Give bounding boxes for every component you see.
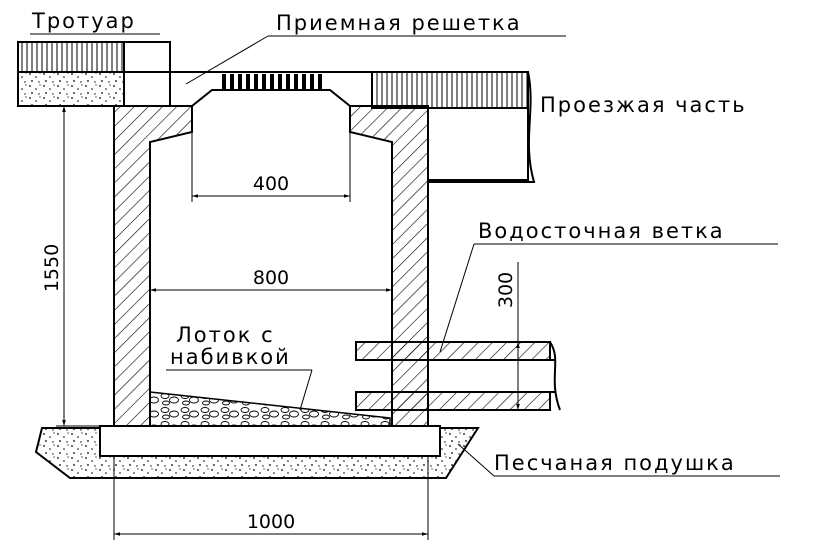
tray-filling: [149, 391, 391, 427]
base-slab: [99, 425, 441, 457]
dim-400-value: 400: [253, 173, 289, 195]
dim-1000: 1000: [113, 456, 429, 540]
grate-bar: [302, 74, 306, 90]
label-roadway: Проезжая часть: [540, 93, 747, 117]
label-tray-line1: Лоток с: [176, 323, 275, 347]
sand-bed: [34, 427, 480, 479]
grate-bar: [310, 74, 314, 90]
dim-300-value: 300: [495, 272, 517, 308]
dim-800: 800: [150, 267, 392, 292]
dim-800-value: 800: [253, 267, 289, 289]
label-grate: Приемная решетка: [276, 11, 522, 35]
leader-sand-bed: Песчаная подушка: [457, 443, 780, 477]
leader-sidewalk: Тротуар: [30, 9, 160, 35]
grate-bar: [278, 74, 282, 90]
grate-bar: [238, 74, 242, 90]
grate-bar: [318, 74, 322, 90]
label-drain-branch: Водосточная ветка: [478, 219, 725, 243]
dim-1550-value: 1550: [41, 244, 63, 292]
label-sidewalk: Тротуар: [31, 9, 136, 33]
grate-bar: [246, 74, 250, 90]
leader-drain-branch: Водосточная ветка: [439, 219, 778, 353]
drain-pipe: [355, 341, 561, 411]
dim-1550: 1550: [41, 105, 114, 427]
receiving-grate: [169, 71, 373, 107]
well-walls: [113, 105, 429, 427]
label-sand-bed: Песчаная подушка: [494, 451, 736, 475]
roadway-slab: [371, 71, 536, 183]
grate-bar: [262, 74, 266, 90]
grate-bar: [222, 74, 226, 90]
grate-bar: [270, 74, 274, 90]
dim-1000-value: 1000: [247, 511, 295, 533]
dim-400: 400: [191, 106, 351, 202]
sidewalk-slab: [17, 41, 171, 107]
dim-300: 300: [495, 262, 520, 410]
label-tray-line2: набивкой: [170, 345, 291, 369]
leader-grate: Приемная решетка: [185, 11, 566, 85]
grate-bar: [230, 74, 234, 90]
grate-bar: [294, 74, 298, 90]
grate-bar: [286, 74, 290, 90]
grate-bar: [254, 74, 258, 90]
leader-tray: Лоток с набивкой: [166, 323, 313, 411]
